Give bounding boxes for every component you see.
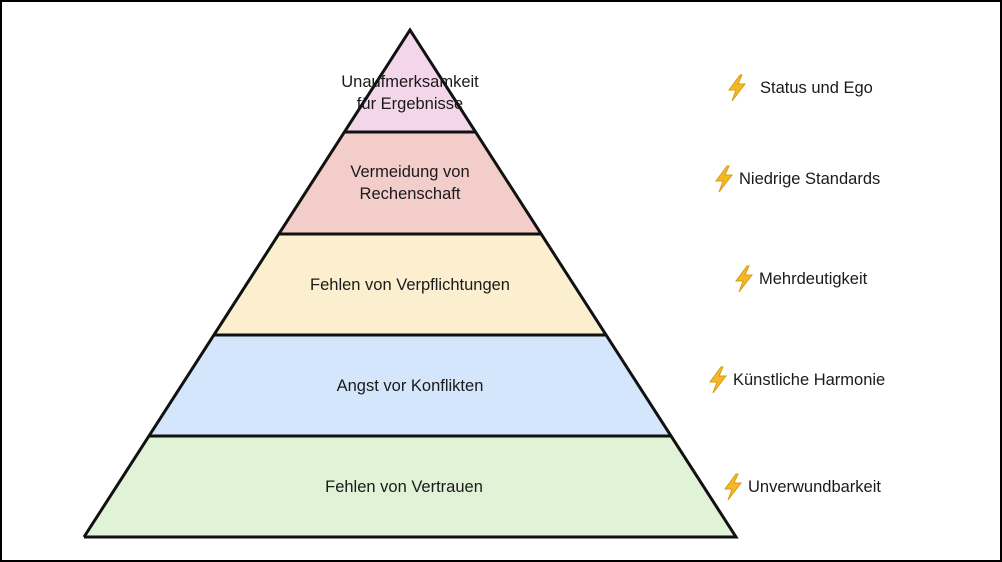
level-1-shape [345, 30, 475, 132]
level-1-line1: Unaufmerksamkeit [341, 73, 479, 91]
symptom-2: Niedrige Standards [713, 165, 880, 193]
level-2-line1: Vermeidung von [350, 163, 470, 181]
level-2-shape [279, 132, 541, 234]
level-5-shape [84, 436, 736, 537]
lightning-bolt-icon [728, 74, 747, 102]
level-3-label: Fehlen von Verpflichtungen [310, 276, 510, 294]
level-4-shape [149, 335, 671, 436]
symptom-1: Status und Ego [726, 74, 873, 102]
lightning-bolt-icon [709, 366, 728, 394]
level-1-line2: für Ergebnisse [356, 95, 464, 113]
symptom-3: Mehrdeutigkeit [733, 265, 867, 293]
symptom-5: Unverwundbarkeit [722, 473, 881, 501]
level-1-label: Unaufmerksamkeit für Ergebnisse [341, 71, 479, 115]
symptom-label: Unverwundbarkeit [748, 477, 881, 496]
symptom-label: Status und Ego [760, 78, 873, 97]
level-3-shape [214, 234, 606, 335]
symptom-label: Mehrdeutigkeit [759, 269, 868, 288]
level-4-label: Angst vor Konflikten [336, 377, 484, 395]
lightning-bolt-icon [735, 265, 754, 293]
level-5-label: Fehlen von Vertrauen [325, 478, 483, 496]
symptom-label: Künstliche Harmonie [733, 370, 886, 389]
symptom-label: Niedrige Standards [739, 169, 881, 188]
symptom-4: Künstliche Harmonie [707, 366, 885, 394]
pyramid-outline [82, 27, 739, 539]
level-2-line2: Rechenschaft [359, 185, 461, 203]
lightning-bolt-icon [715, 165, 734, 193]
level-2-label: Vermeidung von Rechenschaft [350, 161, 469, 205]
lightning-bolt-icon [724, 473, 743, 501]
